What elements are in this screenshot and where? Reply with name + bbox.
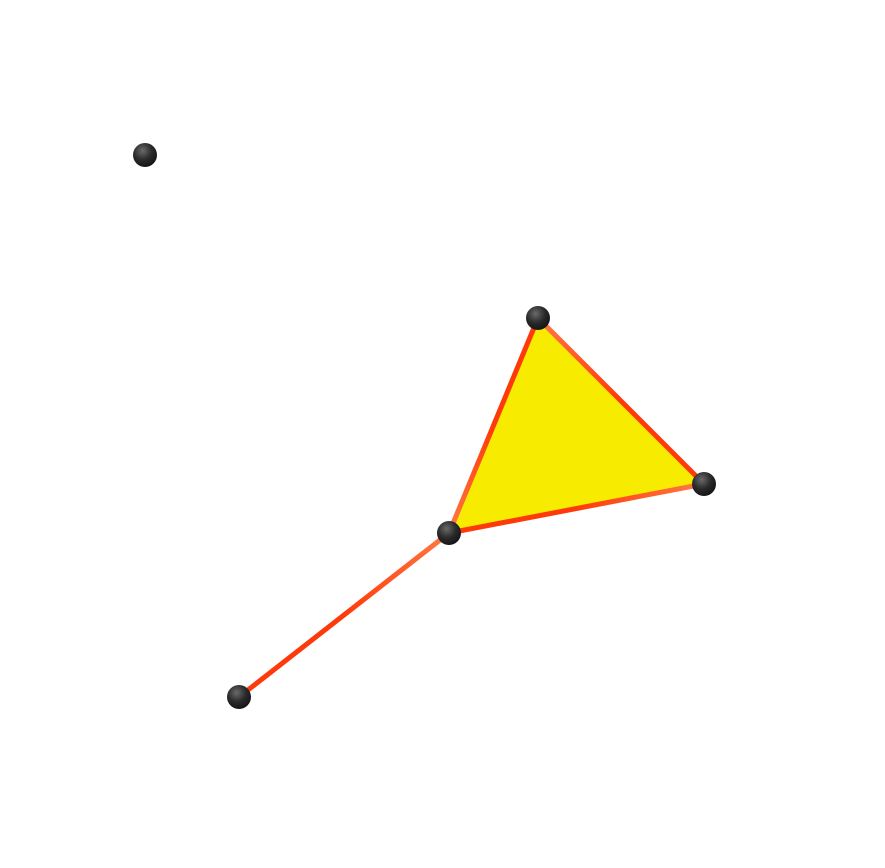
- point-p2[interactable]: [526, 306, 550, 330]
- edge-p2-p3: [535, 315, 707, 487]
- point-p3[interactable]: [692, 472, 716, 496]
- faces-layer: [449, 318, 704, 533]
- point-p1[interactable]: [133, 143, 157, 167]
- filled-triangle-face: [449, 318, 704, 533]
- edge-p3-p4: [446, 481, 707, 536]
- edge-p4-p5: [236, 530, 452, 700]
- point-p5[interactable]: [227, 685, 251, 709]
- point-p4[interactable]: [437, 521, 461, 545]
- edge-p4-p2: [446, 315, 541, 536]
- points-layer: [133, 143, 716, 709]
- edges-layer: [236, 315, 707, 700]
